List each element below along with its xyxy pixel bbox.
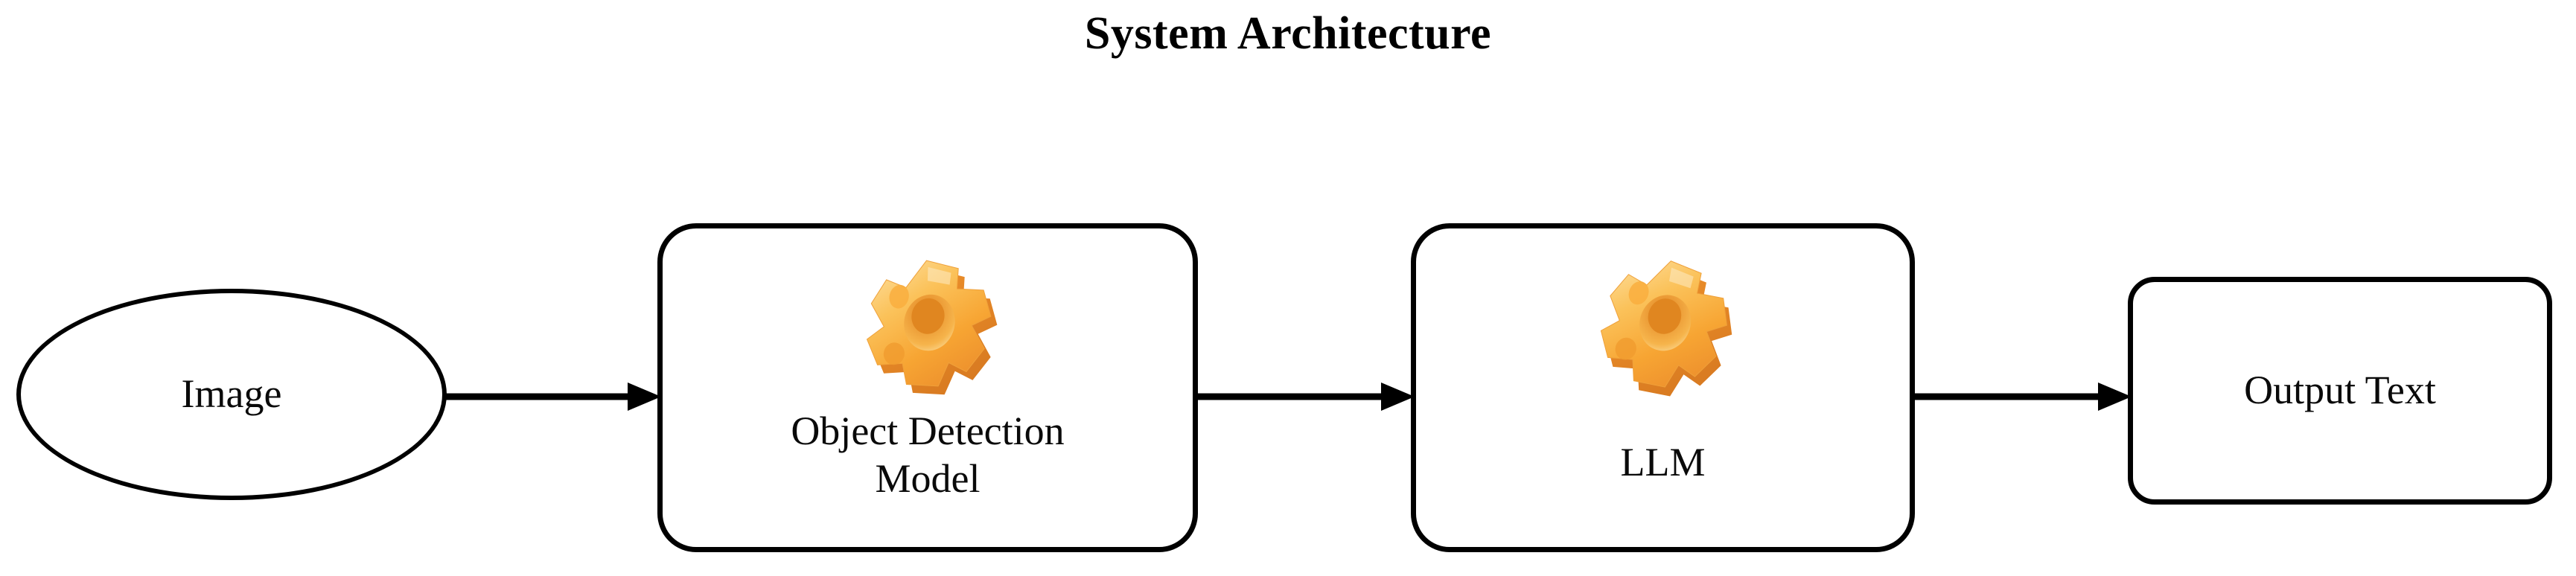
gear-icon	[849, 249, 1006, 402]
arrow-llm-to-output-text	[1910, 380, 2132, 413]
node-output-text[interactable]: Output Text	[2128, 277, 2552, 505]
page-title: System Architecture	[1084, 8, 1492, 59]
node-output-text-label: Output Text	[2244, 368, 2436, 413]
arrow-object-detection-to-llm	[1193, 380, 1415, 413]
arrow-image-to-object-detection	[444, 380, 661, 413]
node-image-label: Image	[181, 371, 282, 417]
gear-icon	[1585, 249, 1741, 402]
node-image[interactable]: Image	[16, 289, 447, 500]
node-object-detection-model-label: Object Detection Model	[791, 409, 1065, 501]
node-llm[interactable]: LLM	[1411, 223, 1915, 552]
node-llm-label: LLM	[1620, 440, 1706, 484]
node-object-detection-model[interactable]: Object Detection Model	[657, 223, 1198, 552]
